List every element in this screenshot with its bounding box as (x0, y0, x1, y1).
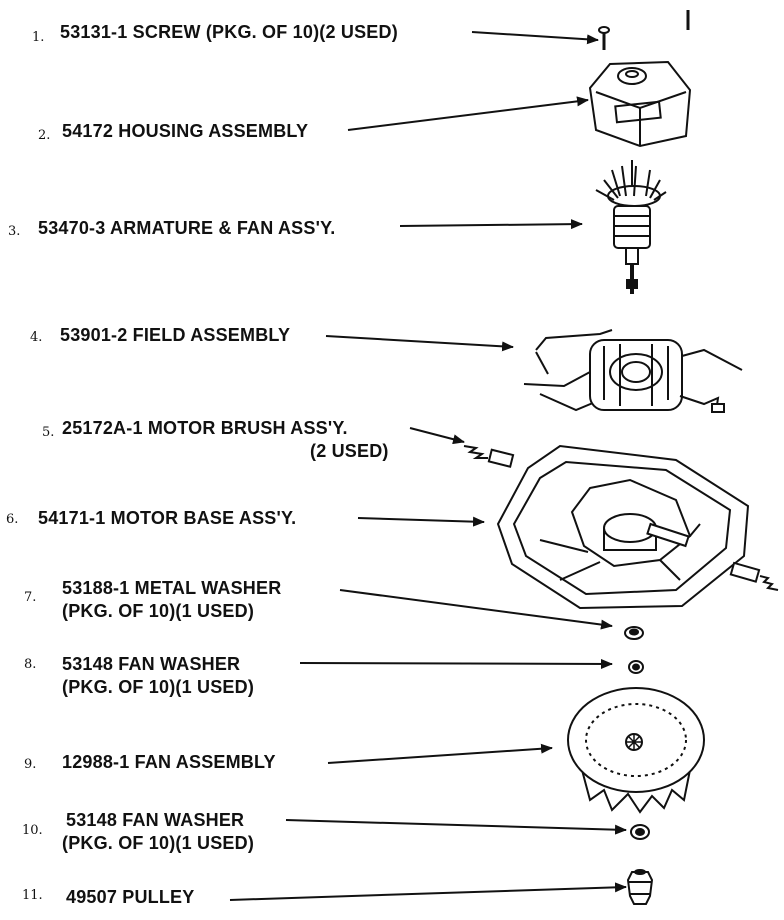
leader-arrow-6 (357, 516, 485, 527)
part-number-5: 5. (42, 425, 55, 440)
part-number-8: 8. (24, 657, 37, 672)
part-number-6: 6. (6, 512, 19, 527)
part-label-9: 12988-1 FAN ASSEMBLY (62, 752, 276, 772)
part-label-5-qty: (2 USED) (310, 441, 389, 461)
part-label-5: 25172A-1 MOTOR BRUSH ASS'Y. (62, 418, 348, 438)
part-label-10: 53148 FAN WASHER (66, 810, 245, 830)
leader-arrow-8 (299, 658, 613, 669)
part-number-10: 10. (22, 823, 43, 838)
leader-arrow-3 (399, 219, 583, 230)
part-label-7: 53188-1 METAL WASHER (62, 578, 282, 598)
housing-icon (588, 60, 692, 148)
screw-icon (598, 26, 610, 50)
fan-assembly-icon (567, 687, 705, 814)
leader-arrows (229, 31, 627, 901)
part-label-3: 53470-3 ARMATURE & FAN ASS'Y. (38, 218, 336, 238)
leader-arrow-11 (229, 882, 627, 901)
leader-arrow-5 (409, 427, 465, 445)
leader-arrow-7 (339, 589, 613, 630)
part-number-7: 7. (24, 590, 37, 605)
pulley-icon (626, 869, 654, 905)
field-assembly-icon (523, 329, 743, 413)
leader-arrow-4 (325, 335, 514, 352)
metal-washer-icon (624, 626, 644, 640)
part-number-1: 1. (32, 30, 45, 45)
armature-fan-icon (595, 160, 667, 294)
motor-brush-icon (463, 445, 515, 468)
part-label-8: 53148 FAN WASHER (62, 654, 241, 674)
leader-arrow-10 (285, 819, 627, 835)
part-label-1: 53131-1 SCREW (PKG. OF 10)(2 USED) (60, 22, 398, 42)
fan-washer-icon-2 (630, 824, 650, 840)
part-label-11: 49507 PULLEY (66, 887, 195, 907)
motor-base-icon (496, 444, 779, 610)
part-label-4: 53901-2 FIELD ASSEMBLY (60, 325, 291, 345)
part-label-7-qty: (PKG. OF 10)(1 USED) (62, 601, 255, 621)
fan-washer-icon (628, 660, 644, 674)
leader-arrow-1 (471, 31, 599, 45)
part-label-2: 54172 HOUSING ASSEMBLY (62, 121, 309, 141)
part-number-9: 9. (24, 757, 37, 772)
leader-arrow-2 (347, 96, 589, 131)
part-label-10-qty: (PKG. OF 10)(1 USED) (62, 833, 255, 853)
part-label-6: 54171-1 MOTOR BASE ASS'Y. (38, 508, 297, 528)
part-number-2: 2. (38, 128, 51, 143)
part-number-3: 3. (8, 224, 21, 239)
part-number-4: 4. (30, 330, 43, 345)
leader-arrow-9 (327, 743, 553, 764)
part-number-11: 11. (22, 888, 43, 903)
part-label-8-qty: (PKG. OF 10)(1 USED) (62, 677, 255, 697)
